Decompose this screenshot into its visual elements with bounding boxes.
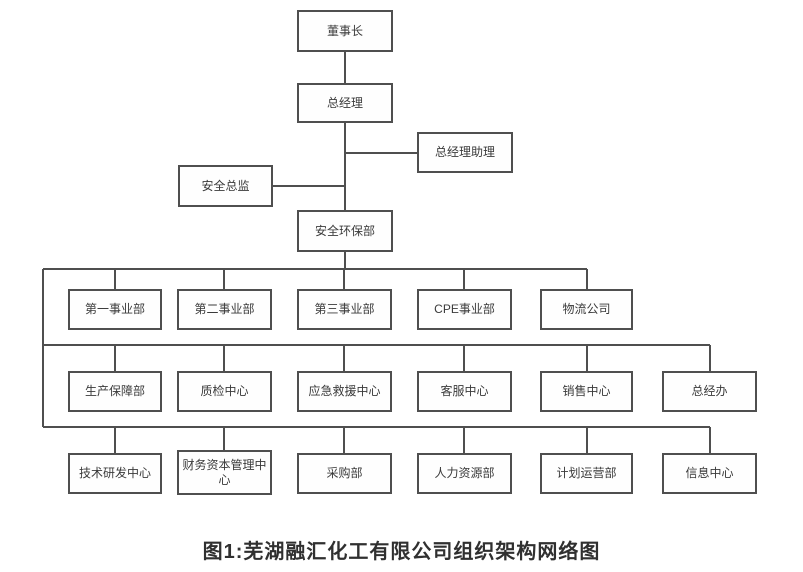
node-customer-service-center: 客服中心 <box>417 371 512 412</box>
node-label: 质检中心 <box>200 384 249 398</box>
node-label: 客服中心 <box>440 384 489 398</box>
node-label: 技术研发中心 <box>78 466 151 480</box>
node-safety-director: 安全总监 <box>178 165 273 207</box>
node-label: 总经办 <box>691 384 728 398</box>
node-sales-center: 销售中心 <box>540 371 633 412</box>
node-division-2: 第二事业部 <box>177 289 272 330</box>
node-gm-assistant: 总经理助理 <box>417 132 513 173</box>
node-label: 董事长 <box>326 23 363 38</box>
node-label: CPE事业部 <box>434 302 495 316</box>
node-label: 安全总监 <box>201 178 250 193</box>
node-label: 采购部 <box>326 466 363 480</box>
node-gm-office: 总经办 <box>662 371 757 412</box>
node-planning-operations-dept: 计划运营部 <box>540 453 633 494</box>
node-label: 总经理助理 <box>434 145 495 159</box>
node-label: 销售中心 <box>562 384 611 398</box>
node-safety-env-dept: 安全环保部 <box>297 210 393 252</box>
node-label: 人力资源部 <box>434 466 495 480</box>
node-label: 总经理 <box>326 95 363 110</box>
node-chairman: 董事长 <box>297 10 393 52</box>
node-quality-inspection-center: 质检中心 <box>177 371 272 412</box>
node-label: 信息中心 <box>685 466 734 480</box>
node-division-3: 第三事业部 <box>297 289 392 330</box>
node-tech-rd-center: 技术研发中心 <box>68 453 162 494</box>
node-production-support-dept: 生产保障部 <box>68 371 162 412</box>
node-general-manager: 总经理 <box>297 83 393 123</box>
node-finance-capital-mgmt-center: 财务资本管理中心 <box>177 450 272 495</box>
node-label: 生产保障部 <box>84 384 145 398</box>
figure-caption: 图1:芜湖融汇化工有限公司组织架构网络图 <box>202 541 601 563</box>
node-label: 安全环保部 <box>314 223 375 238</box>
node-cpe-division: CPE事业部 <box>417 289 512 330</box>
node-label: 物流公司 <box>562 302 611 316</box>
node-label: 第三事业部 <box>314 302 375 316</box>
node-label: 应急救援中心 <box>308 384 381 398</box>
node-label: 第一事业部 <box>84 302 145 316</box>
node-label: 第二事业部 <box>194 302 255 316</box>
node-label: 计划运营部 <box>556 466 617 480</box>
node-logistics-company: 物流公司 <box>540 289 633 330</box>
node-division-1: 第一事业部 <box>68 289 162 330</box>
node-hr-dept: 人力资源部 <box>417 453 512 494</box>
node-procurement-dept: 采购部 <box>297 453 392 494</box>
node-information-center: 信息中心 <box>662 453 757 494</box>
node-label: 财务资本管理中心 <box>182 457 267 487</box>
node-emergency-rescue-center: 应急救援中心 <box>297 371 392 412</box>
